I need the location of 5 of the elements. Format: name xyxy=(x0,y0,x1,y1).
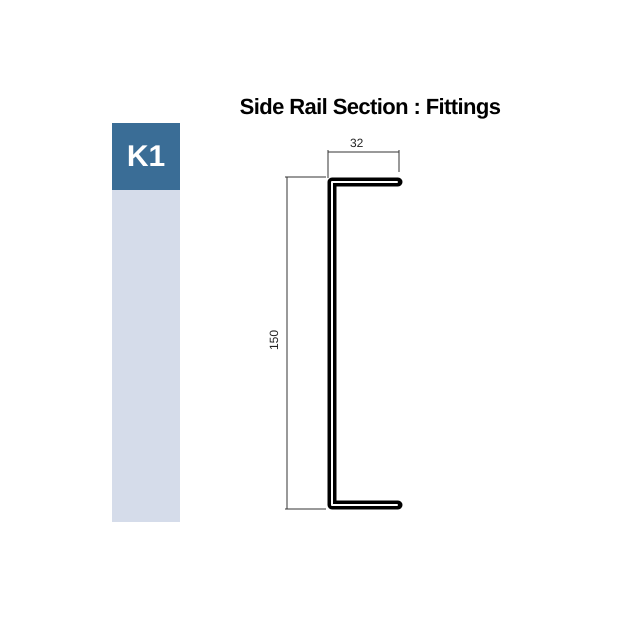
sidebar-band xyxy=(112,123,180,522)
diagram-title: Side Rail Section : Fittings xyxy=(238,94,502,120)
dimension-label: 32 xyxy=(350,136,364,150)
section-tab: K1 xyxy=(112,123,180,190)
dimension-label: 150 xyxy=(267,330,282,350)
